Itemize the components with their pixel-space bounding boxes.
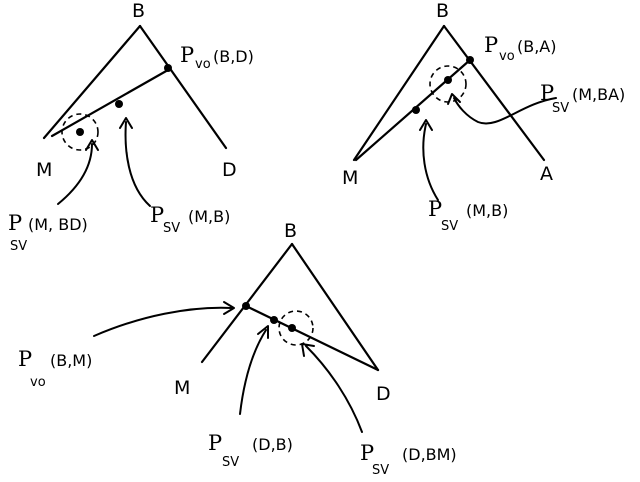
node-dot bbox=[242, 302, 250, 310]
p-subscript: SV bbox=[372, 463, 389, 478]
branch-root-to-left bbox=[42, 24, 142, 140]
node-label-right: A bbox=[540, 163, 553, 185]
p-symbol: P bbox=[18, 347, 32, 371]
diagram-3: B M D P vo (B,M) P SV (D,B) P SV (D,BM) bbox=[18, 220, 457, 478]
node-label-left: M bbox=[342, 167, 358, 189]
p-arguments: (B,A) bbox=[517, 37, 557, 56]
branch-inner bbox=[244, 304, 380, 372]
probability-label: P SV (M,BA) bbox=[540, 81, 625, 116]
p-subscript: SV bbox=[10, 239, 27, 254]
node-label-root: B bbox=[436, 0, 449, 22]
probability-label: P SV (M, BD) bbox=[8, 211, 88, 254]
p-arguments: (D,BM) bbox=[402, 445, 457, 464]
p-arguments: (M,BA) bbox=[572, 85, 625, 104]
node-dot bbox=[288, 324, 296, 332]
arrow bbox=[239, 329, 267, 415]
p-arguments: (B,D) bbox=[213, 47, 254, 66]
arrow bbox=[93, 306, 233, 337]
arrow-head bbox=[419, 119, 433, 131]
branch-root-to-left bbox=[352, 24, 446, 162]
p-symbol: P bbox=[208, 431, 222, 455]
node-dot bbox=[444, 76, 452, 84]
p-arguments: (M, BD) bbox=[28, 215, 88, 234]
node-dot bbox=[466, 56, 474, 64]
p-subscript: SV bbox=[222, 455, 239, 470]
arrow-head bbox=[257, 325, 269, 339]
p-symbol: P bbox=[540, 81, 554, 105]
probability-label: P vo (B,D) bbox=[180, 43, 254, 72]
arrow-head bbox=[85, 139, 99, 151]
arrow-head bbox=[301, 343, 315, 357]
probability-label: P vo (B,A) bbox=[484, 33, 557, 64]
node-dot bbox=[270, 316, 278, 324]
p-symbol: P bbox=[484, 33, 498, 57]
arrow-head bbox=[119, 117, 133, 129]
node-label-root: B bbox=[132, 0, 145, 22]
branch-inner bbox=[50, 68, 170, 138]
p-subscript: SV bbox=[552, 101, 569, 116]
probability-label: P SV (D,B) bbox=[208, 431, 293, 470]
node-label-right: D bbox=[222, 159, 237, 181]
probability-label: P vo (B,M) bbox=[18, 347, 92, 390]
p-symbol: P bbox=[360, 441, 374, 465]
diagram-2: B M A P vo (B,A) P SV (M,BA) P SV (M,B) bbox=[342, 0, 625, 234]
arrow-head bbox=[447, 93, 461, 105]
p-subscript: SV bbox=[163, 221, 180, 236]
p-symbol: P bbox=[428, 197, 442, 221]
node-label-right: D bbox=[376, 383, 391, 405]
p-subscript: SV bbox=[441, 219, 458, 234]
p-arguments: (D,B) bbox=[252, 435, 293, 454]
arrow bbox=[305, 345, 363, 433]
node-label-root: B bbox=[284, 220, 297, 242]
p-symbol: P bbox=[180, 43, 194, 67]
arrow bbox=[57, 143, 93, 205]
p-arguments: (M,B) bbox=[466, 201, 508, 220]
arrow-head bbox=[223, 301, 235, 315]
node-dot bbox=[164, 64, 172, 72]
arrow bbox=[124, 121, 151, 207]
node-label-left: M bbox=[174, 377, 190, 399]
probability-label: P SV (M,B) bbox=[428, 197, 508, 234]
p-symbol: P bbox=[8, 211, 22, 235]
p-subscript: vo bbox=[195, 57, 211, 72]
diagram-1: B M D P vo (B,D) P SV (M, BD) P SV (M,B) bbox=[8, 0, 254, 254]
node-dot bbox=[76, 128, 84, 136]
p-symbol: P bbox=[150, 203, 164, 227]
highlight-circle bbox=[278, 310, 314, 346]
p-arguments: (M,B) bbox=[188, 207, 230, 226]
branch-root-to-right bbox=[442, 24, 546, 162]
p-subscript: vo bbox=[499, 49, 515, 64]
p-arguments: (B,M) bbox=[50, 351, 92, 370]
node-label-left: M bbox=[36, 159, 52, 181]
probability-label: P SV (M,B) bbox=[150, 203, 230, 236]
arrow bbox=[422, 123, 439, 201]
highlight-circle bbox=[61, 113, 99, 151]
node-dot bbox=[115, 100, 123, 108]
node-dot bbox=[412, 106, 420, 114]
branch-root-to-right bbox=[290, 242, 380, 372]
branch-root-to-right bbox=[138, 24, 228, 150]
p-subscript: vo bbox=[30, 375, 46, 390]
arrow bbox=[453, 97, 557, 125]
probability-label: P SV (D,BM) bbox=[360, 441, 457, 478]
